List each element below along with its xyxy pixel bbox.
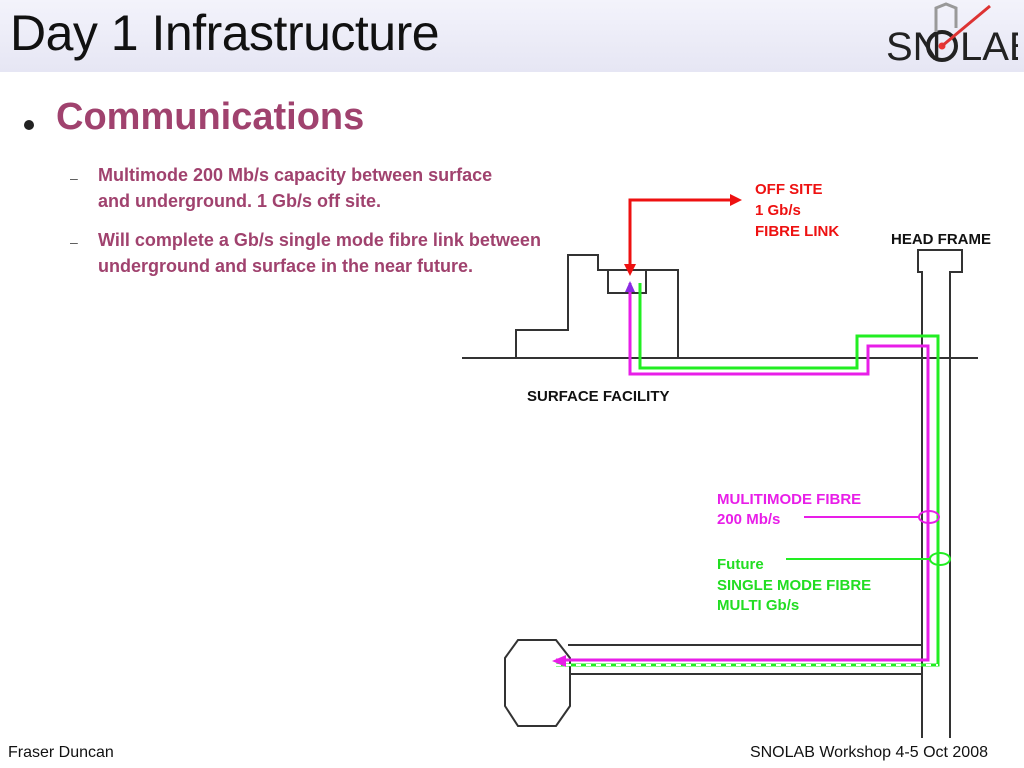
multimode-arrowhead (552, 655, 566, 667)
logo-text-lab: LAB (960, 25, 1018, 68)
snolab-logo: SN LAB (886, 2, 1018, 68)
logo-streak (941, 4, 991, 48)
head-frame-label: HEAD FRAME (891, 231, 991, 248)
logo-text-sn: SN (886, 25, 942, 68)
footer-author: Fraser Duncan (8, 744, 114, 761)
multimode-label-1: MULITIMODE FIBRE (717, 491, 861, 508)
off-site-arrowhead (730, 194, 742, 206)
future-label-3: MULTI Gb/s (717, 597, 799, 614)
off-site-label-3: FIBRE LINK (755, 223, 839, 240)
dash-bullet: – (70, 170, 78, 186)
logo-headframe (934, 2, 958, 32)
title-band (0, 0, 1024, 72)
future-label-1: Future (717, 556, 764, 573)
head-frame-tower (917, 249, 963, 358)
bullet-multimode: Multimode 200 Mb/s capacity between surf… (98, 165, 493, 211)
logo-o-ring (926, 30, 958, 62)
multimode-label-2: 200 Mb/s (717, 511, 780, 528)
dash-bullet: – (70, 234, 78, 250)
equipment-arrowhead (625, 281, 635, 292)
off-site-label-1: OFF SITE (755, 181, 823, 198)
footer-event: SNOLAB Workshop 4-5 Oct 2008 (749, 744, 988, 761)
bullet-dot (24, 120, 34, 130)
off-site-arrowhead-down (624, 264, 636, 276)
off-site-link (628, 198, 732, 272)
off-site-label-2: 1 Gb/s (755, 202, 801, 219)
multimode-callout-ring (918, 510, 940, 524)
underground-lab (504, 639, 571, 727)
future-callout-ring (929, 552, 951, 566)
slide-title: Day 1 Infrastructure (10, 5, 440, 61)
surface-facility-label: SURFACE FACILITY (527, 388, 670, 405)
multimode-fibre-path (556, 283, 930, 662)
surface-building (515, 254, 679, 358)
future-label-2: SINGLE MODE FIBRE (717, 577, 871, 594)
bullet-single-mode: Will complete a Gb/s single mode fibre l… (98, 230, 541, 276)
section-heading: Communications (56, 96, 365, 138)
